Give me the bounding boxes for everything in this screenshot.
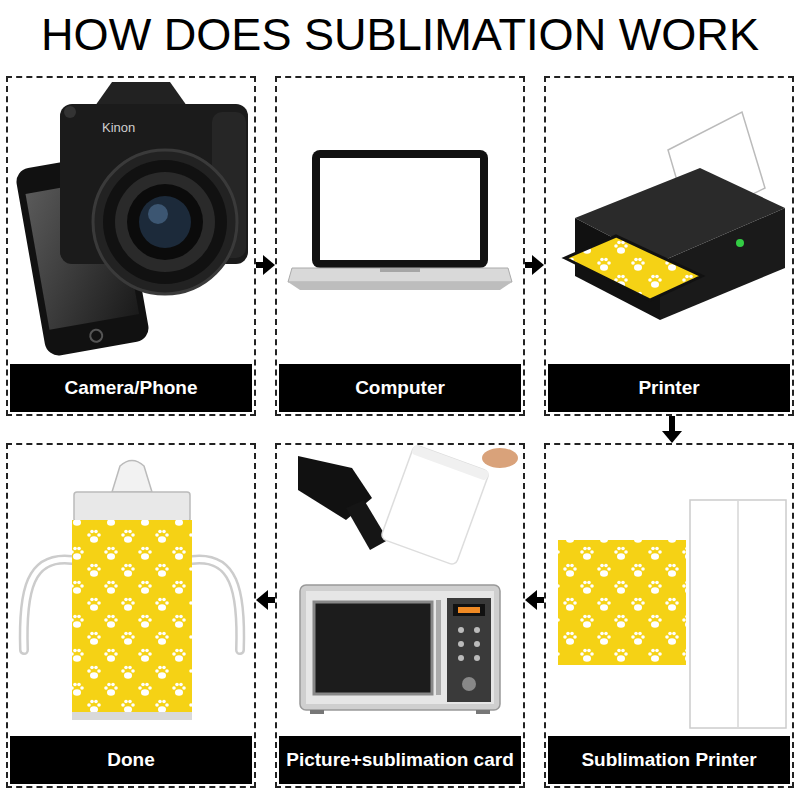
printer-picture-part xyxy=(565,236,702,300)
tumbler-picture-part xyxy=(112,461,152,493)
arrow-shaft xyxy=(256,262,264,268)
step-label: Picture+sublimation card xyxy=(286,749,514,771)
microwave-picture-part xyxy=(474,655,480,661)
microwave-picture-part xyxy=(474,641,480,647)
flow-arrow xyxy=(256,590,275,610)
step-panel: Computer xyxy=(275,76,525,416)
camera-picture-part xyxy=(95,82,187,106)
step-panel: Sublimation Printer xyxy=(544,443,794,788)
brand-label: Kinon xyxy=(102,120,135,135)
arrow-shaft xyxy=(267,597,275,603)
step-panel: Picture+sublimation card xyxy=(275,443,525,788)
arrow-head xyxy=(525,590,537,610)
microwave-picture-part xyxy=(474,627,480,633)
step-panel: Printer xyxy=(544,76,794,416)
phone-picture-part xyxy=(89,329,103,343)
laptop-picture-part xyxy=(288,268,512,282)
microwave-picture-part xyxy=(458,641,464,647)
step-label: Sublimation Printer xyxy=(581,749,756,771)
tumbler-picture-part xyxy=(192,560,240,650)
dryer-and-roll-picture xyxy=(298,444,518,565)
camera-picture-part xyxy=(93,150,237,294)
camera-picture-part xyxy=(148,204,168,224)
label-bar: Sublimation Printer xyxy=(548,736,790,784)
dryer-and-roll-picture-part xyxy=(346,500,388,550)
arrow-head xyxy=(532,255,544,275)
label-bar: Camera/Phone xyxy=(10,364,252,412)
microwave-picture-part xyxy=(447,598,491,702)
tumbler-picture-part xyxy=(72,712,192,720)
label-bar: Computer xyxy=(279,364,521,412)
microwave-picture-part xyxy=(458,627,464,633)
camera-picture-part xyxy=(139,196,191,248)
arrow-shaft xyxy=(536,597,544,603)
transfer-sheets-picture xyxy=(558,500,786,728)
tumbler-picture-part xyxy=(192,560,240,650)
microwave-picture-part xyxy=(458,655,464,661)
step-label: Camera/Phone xyxy=(64,377,197,399)
transfer-sheets-picture-part xyxy=(737,501,739,727)
tumbler-picture xyxy=(24,461,241,721)
flow-arrow xyxy=(662,416,682,443)
tumbler-picture-part xyxy=(24,560,72,650)
step-label: Computer xyxy=(355,377,445,399)
camera-picture-part xyxy=(115,172,215,272)
microwave-picture-part xyxy=(436,600,441,695)
printer-picture-part xyxy=(736,239,744,247)
flow-arrow xyxy=(525,255,544,275)
camera-picture-part xyxy=(103,160,227,284)
microwave-picture-part xyxy=(458,607,480,613)
flow-arrow xyxy=(525,590,544,610)
step-label: Done xyxy=(107,749,155,771)
label-bar: Picture+sublimation card xyxy=(279,736,521,784)
laptop-picture-part xyxy=(380,268,420,272)
tumbler-picture-part xyxy=(74,492,190,522)
arrow-shaft xyxy=(669,416,675,432)
step-panel: Done xyxy=(6,443,256,788)
laptop-picture-part xyxy=(312,150,488,268)
label-bar: Printer xyxy=(548,364,790,412)
tumbler-picture-part xyxy=(72,520,192,720)
step-label: Printer xyxy=(638,377,699,399)
arrow-head xyxy=(263,255,275,275)
dryer-and-roll-picture-part-part xyxy=(380,444,489,565)
laptop-picture xyxy=(288,150,512,290)
microwave-picture-part xyxy=(476,710,490,714)
arrow-shaft xyxy=(525,262,533,268)
arrow-head xyxy=(256,590,268,610)
camera-picture-part xyxy=(64,106,76,118)
microwave-picture-part xyxy=(453,604,485,616)
arrow-head xyxy=(662,431,682,443)
camera-picture-part xyxy=(127,184,203,260)
tumbler-picture-part xyxy=(24,560,72,650)
transfer-sheets-picture-part xyxy=(558,540,686,665)
printer-picture xyxy=(565,112,785,320)
dryer-and-roll-picture-part xyxy=(380,444,489,565)
dryer-and-roll-picture-part xyxy=(482,448,518,468)
microwave-picture-part xyxy=(300,585,500,710)
transfer-sheets-picture-part xyxy=(690,500,786,728)
camera-picture xyxy=(60,82,248,294)
dryer-and-roll-picture-part-part xyxy=(411,444,490,481)
microwave-picture xyxy=(300,585,500,714)
microwave-picture-part xyxy=(462,677,476,691)
laptop-picture-part xyxy=(320,158,480,260)
microwave-picture-part xyxy=(310,710,324,714)
label-bar: Done xyxy=(10,736,252,784)
microwave-picture-part xyxy=(314,602,432,694)
microwave-picture-part xyxy=(306,591,494,704)
diagram-title: HOW DOES SUBLIMATION WORK xyxy=(0,8,800,62)
laptop-picture-part xyxy=(288,282,512,290)
flow-arrow xyxy=(256,255,275,275)
